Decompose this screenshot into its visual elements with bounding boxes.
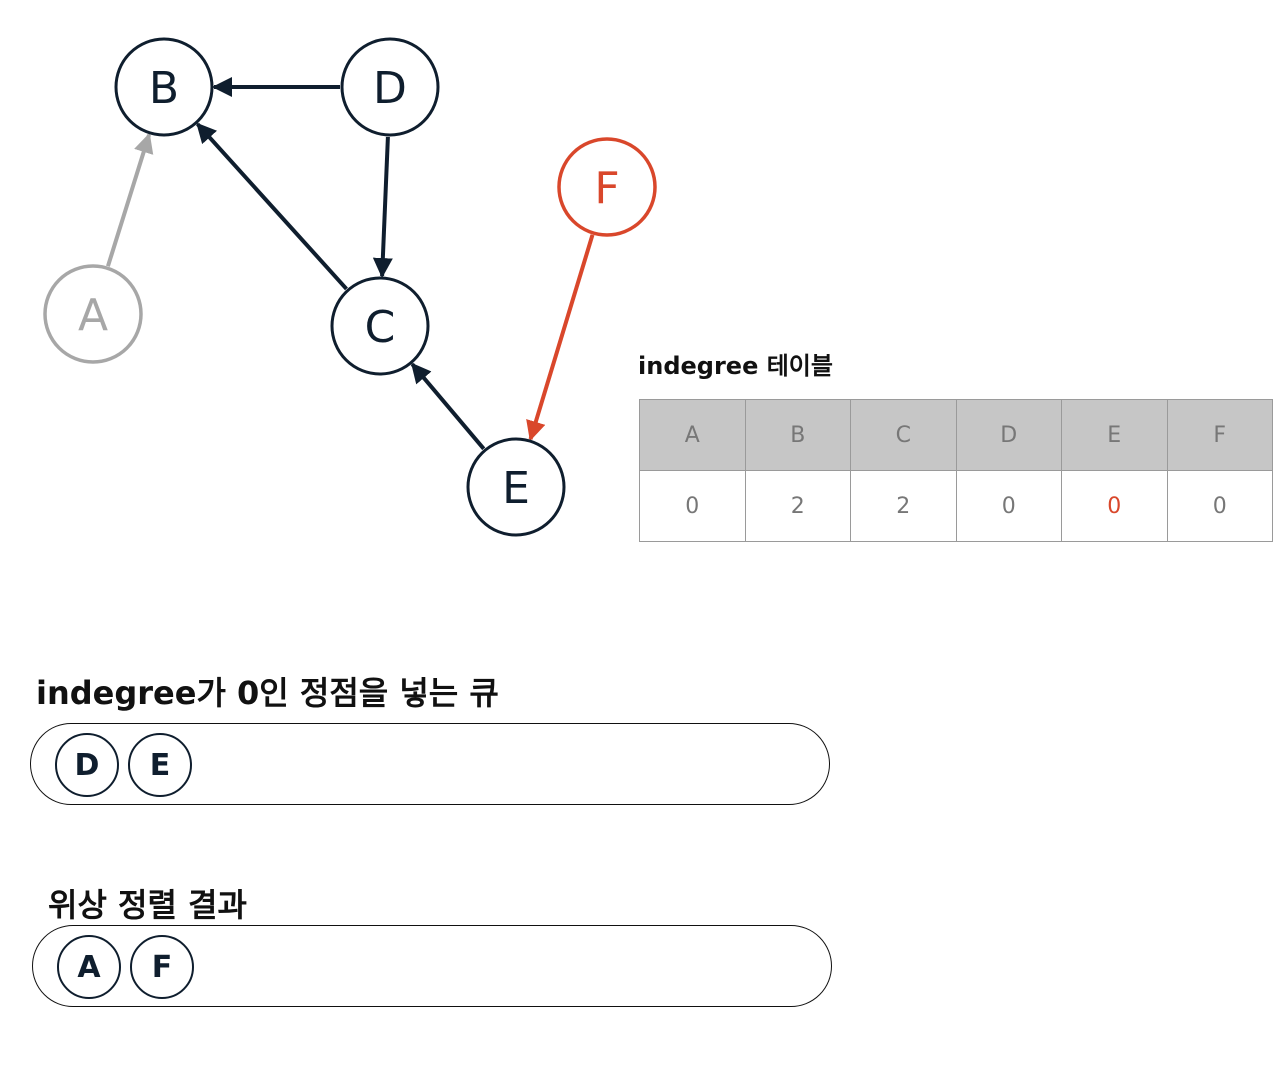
node-b: B [114, 37, 214, 137]
indegree-header-f: F [1166, 399, 1273, 471]
edge-c-to-b [196, 122, 348, 291]
node-c-circle [330, 276, 430, 376]
node-b-circle [114, 37, 214, 137]
indegree-header-a: A [639, 399, 746, 471]
indegree-value-d: 0 [955, 470, 1062, 542]
indegree-value-b: 2 [744, 470, 851, 542]
node-d-circle [340, 37, 440, 137]
edge-e-to-c [410, 362, 486, 451]
queue-item-d: D [55, 733, 119, 797]
node-f-circle [557, 137, 657, 237]
indegree-value-e: 0 [1061, 470, 1168, 542]
indegree-header-c: C [850, 399, 957, 471]
indegree-value-f: 0 [1166, 470, 1273, 542]
node-d-label: D [373, 63, 407, 114]
node-e-circle [466, 437, 566, 537]
edge-a-to-b [106, 132, 154, 267]
indegree-table-title: indegree 테이블 [638, 352, 833, 380]
result-item-a: A [57, 935, 121, 999]
node-c: C [330, 276, 430, 376]
node-f-label: F [594, 163, 619, 214]
node-e-label: E [502, 463, 530, 514]
node-e: E [466, 437, 566, 537]
queue-title: indegree가 0인 정점을 넣는 큐 [36, 674, 499, 712]
indegree-value-a: 0 [639, 470, 746, 542]
edge-d-to-c [372, 136, 393, 279]
node-a: A [43, 264, 143, 364]
result-item-f: F [130, 935, 194, 999]
node-f: F [557, 137, 657, 237]
node-d: D [340, 37, 440, 137]
edge-f-to-e [526, 234, 595, 442]
result-title: 위상 정렬 결과 [48, 886, 247, 924]
node-c-label: C [365, 302, 396, 353]
indegree-header-b: B [744, 399, 851, 471]
dependency-graph: B D F A C E [43, 37, 657, 537]
node-b-label: B [149, 63, 179, 114]
indegree-value-c: 2 [850, 470, 957, 542]
indegree-header-e: E [1061, 399, 1168, 471]
indegree-header-d: D [955, 399, 1062, 471]
graph-edges [106, 77, 595, 451]
node-a-label: A [78, 290, 108, 341]
queue-item-e: E [128, 733, 192, 797]
graph-nodes: B D F A C E [43, 37, 657, 537]
node-a-circle [43, 264, 143, 364]
